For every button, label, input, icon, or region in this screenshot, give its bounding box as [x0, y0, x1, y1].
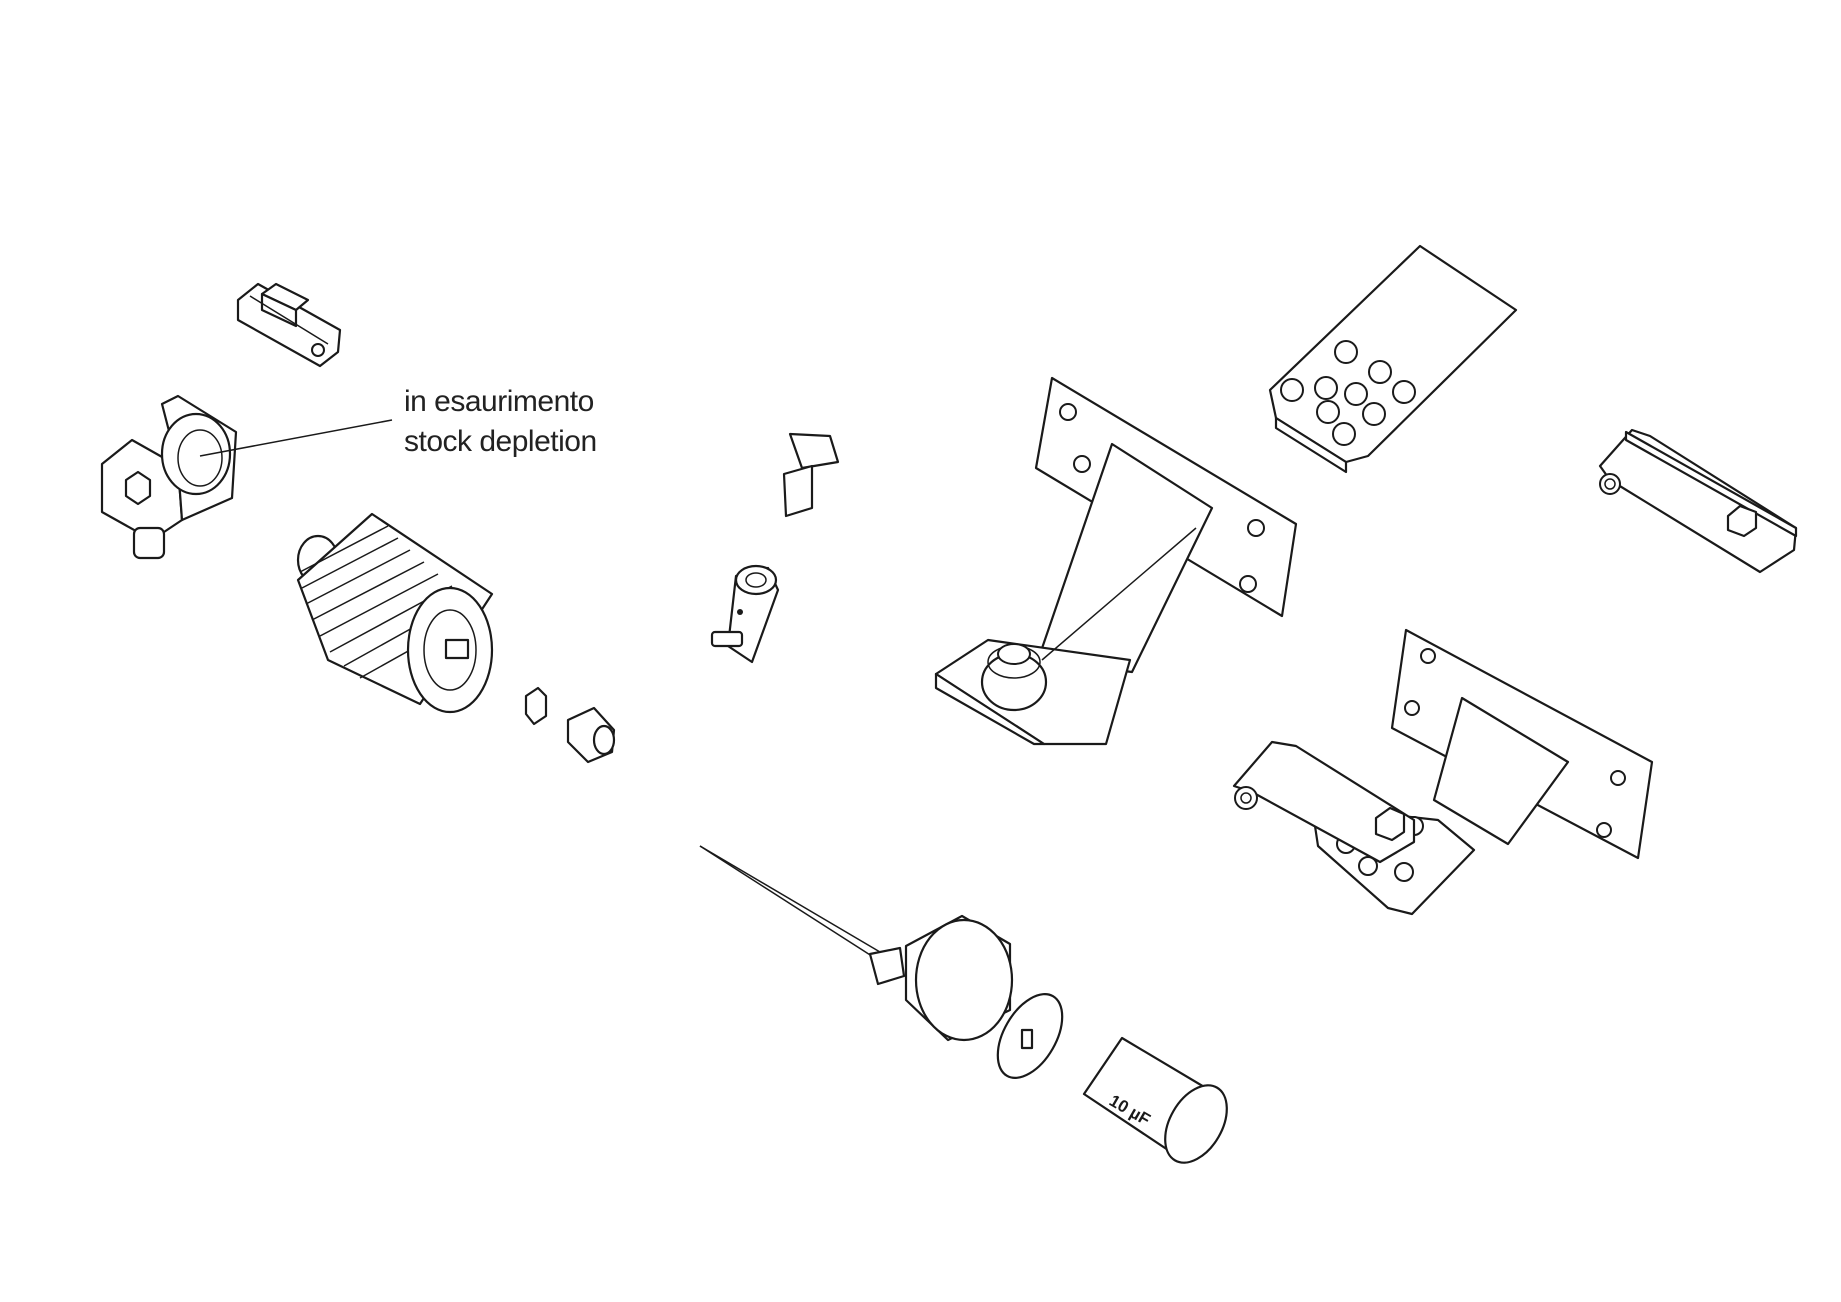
perforated-plate — [1268, 244, 1518, 474]
mounting-bracket-central — [934, 376, 1298, 746]
hinge-bracket-assembly — [1232, 628, 1654, 916]
washer — [996, 992, 1064, 1080]
annotation-line-2: stock depletion — [404, 425, 597, 458]
key-knob — [782, 432, 840, 518]
annotation-leader-line — [199, 419, 393, 457]
micro-switch — [236, 282, 342, 368]
annotation-note: in esaurimento stock depletion — [404, 382, 597, 462]
annotation-line-1: in esaurimento — [404, 385, 594, 418]
probe-sensor — [699, 845, 1014, 1042]
small-keys — [524, 686, 616, 764]
connector-pin — [710, 564, 780, 664]
clamp-bracket — [100, 394, 238, 560]
capacitor: 10 µF — [1082, 1036, 1228, 1164]
gear-roller — [296, 512, 494, 714]
hinge-arm-right — [1598, 428, 1798, 574]
